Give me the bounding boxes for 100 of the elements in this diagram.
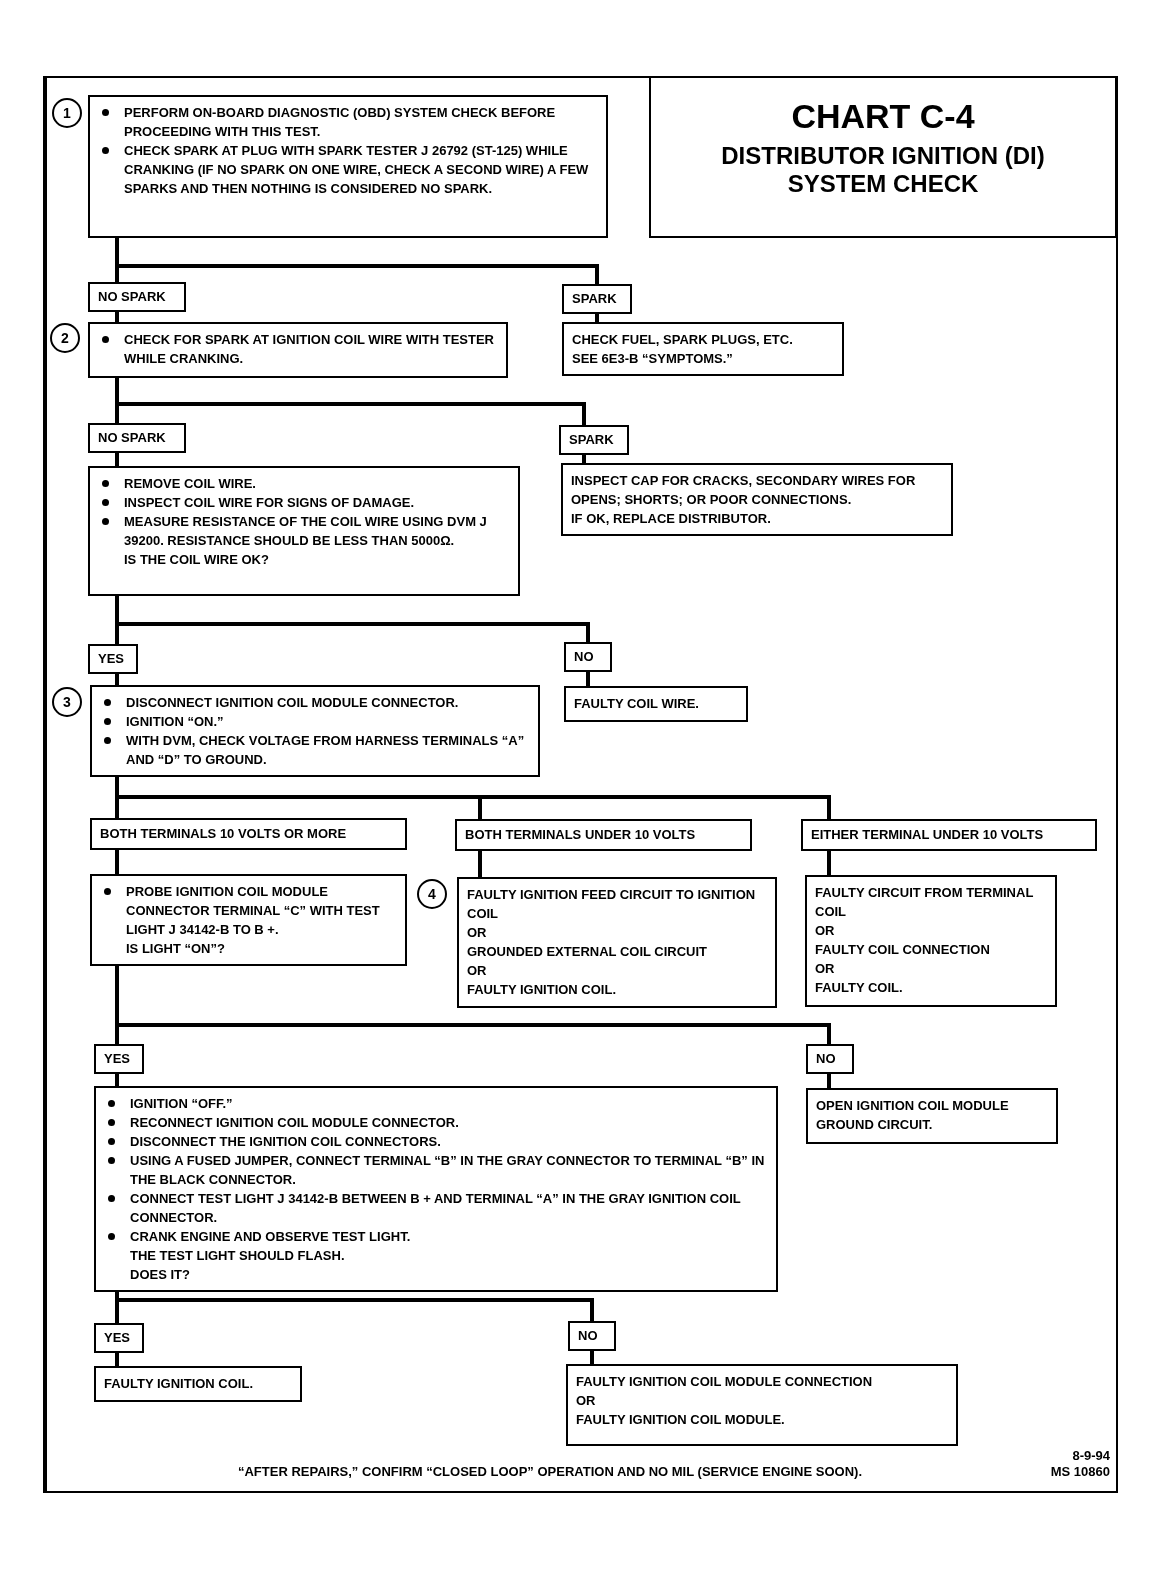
box-text: FAULTY IGNITION COIL MODULE CONNECTION <box>576 1373 874 1391</box>
answer-tag <box>88 644 138 674</box>
box-text: OPEN IGNITION COIL MODULE GROUND CIRCUIT. <box>816 1097 1010 1134</box>
answer-tag <box>559 425 629 455</box>
answer-text: BOTH TERMINALS UNDER 10 VOLTS <box>465 826 696 845</box>
box-text: FAULTY IGNITION COIL. <box>467 981 618 999</box>
box-text: INSPECT COIL WIRE FOR SIGNS OF DAMAGE. <box>124 494 415 512</box>
box-text: OR <box>815 922 836 940</box>
answer-text: YES <box>104 1329 130 1348</box>
answer-text: EITHER TERMINAL UNDER 10 VOLTS <box>811 826 1044 845</box>
answer-tag <box>801 819 1097 851</box>
answer-tag <box>806 1044 854 1074</box>
answer-text: NO <box>578 1327 598 1346</box>
connector-line <box>115 850 119 874</box>
answer-text: BOTH TERMINALS 10 VOLTS OR MORE <box>100 825 347 844</box>
process-box <box>88 95 608 238</box>
box-text: DISCONNECT IGNITION COIL MODULE CONNECTOR. <box>126 694 459 712</box>
box-text: DOES IT? <box>130 1266 190 1284</box>
box-text: OR <box>467 924 488 942</box>
box-text: PERFORM ON-BOARD DIAGNOSTIC (OBD) SYSTEM CHECK BEFORE PROCEEDING WITH THIS TEST. <box>124 104 557 141</box>
box-text: DISCONNECT THE IGNITION COIL CONNECTORS. <box>130 1133 441 1151</box>
connector-line <box>115 312 119 322</box>
connector-line <box>582 455 586 463</box>
connector-line <box>115 453 119 466</box>
connector-line <box>115 1353 119 1366</box>
connector-line <box>827 851 831 875</box>
title-box <box>649 76 1117 238</box>
answer-tag <box>88 282 186 312</box>
answer-text: NO SPARK <box>98 429 166 448</box>
connector-line <box>115 596 590 642</box>
answer-text: NO <box>816 1050 836 1069</box>
box-text: FAULTY CIRCUIT FROM TERMINAL COIL <box>815 884 1035 921</box>
box-text: SEE 6E3-B “SYMPTOMS.” <box>572 350 734 368</box>
box-text: CHECK SPARK AT PLUG WITH SPARK TESTER J 26792 (ST-125) WHILE CRANKING (IF NO SPARK ON ONE WIRE, CHECK A SECOND WIRE) A FEW SPARKS AND THEN NOTHING IS CONSIDERED NO SPARK. <box>124 142 590 198</box>
connector-line <box>115 1074 119 1086</box>
box-text: WITH DVM, CHECK VOLTAGE FROM HARNESS TERMINALS “A” AND “D” TO GROUND. <box>126 732 526 769</box>
box-text: USING A FUSED JUMPER, CONNECT TERMINAL “B” IN THE GRAY CONNECTOR TO TERMINAL “B” IN THE BLACK CONNECTOR. <box>130 1152 766 1189</box>
connector-line <box>590 1351 594 1364</box>
box-text: OR <box>576 1392 597 1410</box>
process-box <box>90 874 407 966</box>
box-text: CHECK FUEL, SPARK PLUGS, ETC. <box>572 331 794 349</box>
box-text: IF OK, REPLACE DISTRIBUTOR. <box>571 510 772 528</box>
box-text: IGNITION “ON.” <box>126 713 224 731</box>
box-text: FAULTY IGNITION COIL. <box>104 1375 255 1393</box>
box-text: REMOVE COIL WIRE. <box>124 475 256 493</box>
box-text: FAULTY COIL WIRE. <box>574 695 700 713</box>
answer-text: YES <box>104 1050 130 1069</box>
box-text: IS LIGHT “ON”? <box>126 940 225 958</box>
answer-tag <box>562 284 632 314</box>
box-text: CHECK FOR SPARK AT IGNITION COIL WIRE WITH TESTER WHILE CRANKING. <box>124 331 495 368</box>
document-code: MS 10860 <box>1049 1464 1110 1480</box>
chart-title: DISTRIBUTOR IGNITION (DI) SYSTEM CHECK <box>720 142 1046 198</box>
answer-tag <box>88 423 186 453</box>
answer-tag <box>564 642 612 672</box>
connector-line <box>115 378 586 425</box>
box-text: PROBE IGNITION COIL MODULE CONNECTOR TERMINAL “C” WITH TEST LIGHT J 34142-B TO B +. <box>126 883 381 939</box>
connector-line <box>115 1292 594 1321</box>
process-box <box>564 686 748 722</box>
answer-text: SPARK <box>572 290 617 309</box>
connector-line <box>586 672 590 686</box>
process-box <box>805 875 1057 1007</box>
chart-number: CHART C-4 <box>791 96 975 137</box>
box-text: IS THE COIL WIRE OK? <box>124 551 269 569</box>
box-text: CONNECT TEST LIGHT J 34142-B BETWEEN B + AND TERMINAL “A” IN THE GRAY IGNITION COIL CONNECTOR. <box>130 1190 742 1227</box>
box-text: FAULTY COIL CONNECTION <box>815 941 991 959</box>
connector-line <box>115 238 599 284</box>
process-box <box>88 322 508 378</box>
process-box <box>94 1366 302 1402</box>
box-text: CRANK ENGINE AND OBSERVE TEST LIGHT. <box>130 1228 411 1246</box>
answer-text: NO SPARK <box>98 288 166 307</box>
box-text: OR <box>467 962 488 980</box>
answer-text: NO <box>574 648 594 667</box>
footer-note: “AFTER REPAIRS,” CONFIRM “CLOSED LOOP” OPERATION AND NO MIL (SERVICE ENGINE SOON). <box>236 1463 863 1481</box>
box-text: IGNITION “OFF.” <box>130 1095 233 1113</box>
process-box <box>94 1086 778 1292</box>
answer-tag <box>568 1321 616 1351</box>
connector-line <box>115 674 119 685</box>
connector-line <box>595 314 599 322</box>
box-text: THE TEST LIGHT SHOULD FLASH. <box>130 1247 345 1265</box>
answer-tag <box>90 818 407 850</box>
box-text: FAULTY COIL. <box>815 979 904 997</box>
connector-line <box>827 1074 831 1088</box>
box-text: GROUNDED EXTERNAL COIL CIRCUIT <box>467 943 709 961</box>
answer-text: SPARK <box>569 431 614 450</box>
box-text: FAULTY IGNITION COIL MODULE. <box>576 1411 786 1429</box>
box-text: RECONNECT IGNITION COIL MODULE CONNECTOR. <box>130 1114 459 1132</box>
answer-text: YES <box>98 650 124 669</box>
answer-tag <box>455 819 752 851</box>
answer-tag <box>94 1323 144 1353</box>
box-text: INSPECT CAP FOR CRACKS, SECONDARY WIRES FOR OPENS; SHORTS; OR POOR CONNECTIONS. <box>571 472 917 509</box>
process-box <box>457 877 777 1008</box>
process-box <box>88 466 520 596</box>
process-box <box>561 463 953 536</box>
box-text: OR <box>815 960 836 978</box>
document-code: 8-9-94 <box>1071 1448 1110 1464</box>
process-box <box>90 685 540 777</box>
process-box <box>806 1088 1058 1144</box>
box-text: FAULTY IGNITION FEED CIRCUIT TO IGNITION COIL <box>467 886 757 923</box>
answer-tag <box>94 1044 144 1074</box>
box-text: MEASURE RESISTANCE OF THE COIL WIRE USING DVM J 39200. RESISTANCE SHOULD BE LESS THAN 5000Ω. <box>124 513 488 550</box>
